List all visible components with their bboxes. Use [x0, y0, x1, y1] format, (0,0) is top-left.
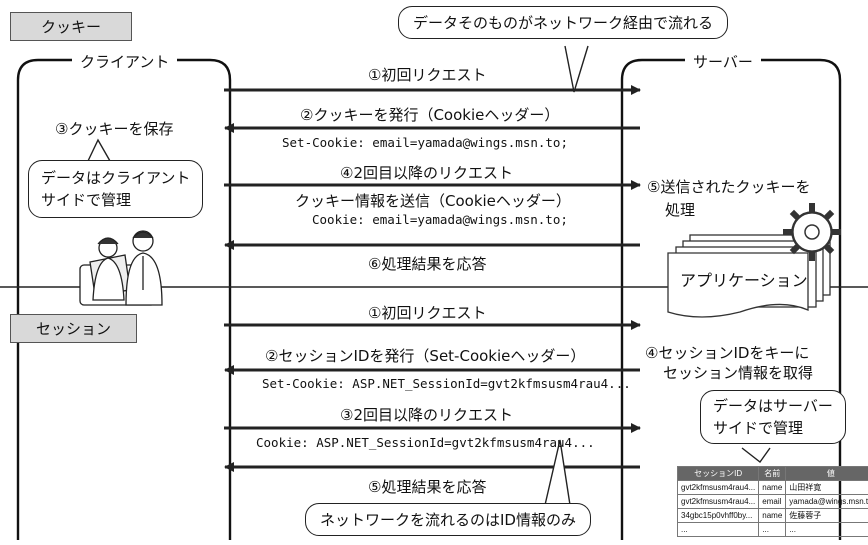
cookie-step2-header: Set-Cookie: email=yamada@wings.msn.to;	[282, 135, 568, 150]
application-stack	[667, 234, 831, 318]
cookie-step5-line1: ⑤送信されたクッキーを	[647, 178, 811, 196]
table-cell: ...	[785, 522, 868, 537]
server-column-title: サーバー	[685, 51, 761, 72]
session-step4-line2: セッション情報を取得	[663, 364, 814, 382]
cookie-step3-label: ③クッキーを保存	[55, 120, 174, 138]
bubble-network-id: ネットワークを流れるのはID情報のみ	[305, 503, 591, 536]
table-cell: 34gbc15p0vhff0by...	[676, 508, 760, 523]
session-step1-label: ①初回リクエスト	[368, 304, 487, 322]
bubble-tail-network-id	[544, 439, 571, 506]
bubble-tail-server	[741, 447, 771, 464]
table-cell: name	[758, 508, 787, 523]
session-step2-label: ②セッションIDを発行（Set-Cookieヘッダー）	[265, 347, 586, 365]
bubble-network-data: データそのものがネットワーク経由で流れる	[398, 6, 729, 39]
bubble-server-managed: データはサーバー サイドで管理	[700, 390, 846, 444]
table-header-cell: 値	[785, 466, 868, 481]
bubble-client-managed: データはクライアント サイドで管理	[28, 160, 204, 218]
cookie-step6-label: ⑥処理結果を応答	[368, 255, 487, 273]
table-row: 34gbc15p0vhff0by... name 佐藤蓉子	[676, 508, 868, 523]
cookie-step5-line2: 処理	[665, 201, 696, 219]
table-cell: gvt2kfmsusm4rau4...	[676, 480, 760, 495]
bubble-client-line1: データはクライアント	[41, 169, 191, 187]
bubble-tail-network	[564, 45, 589, 93]
cookie-step4-sub: クッキー情報を送信（Cookieヘッダー）	[295, 192, 571, 210]
table-header-cell: 名前	[758, 466, 787, 481]
session-step5-label: ⑤処理結果を応答	[368, 478, 487, 496]
session-step2-header: Set-Cookie: ASP.NET_SessionId=gvt2kfmsus…	[262, 376, 631, 391]
table-header-row: セッションID 名前 値	[676, 466, 868, 481]
cookie-step1-label: ①初回リクエスト	[368, 66, 487, 84]
people-illustration	[79, 230, 163, 306]
table-cell: email	[758, 494, 787, 509]
cookie-step4-header: Cookie: email=yamada@wings.msn.to;	[312, 212, 568, 227]
bubble-server-line1: データはサーバー	[713, 397, 833, 415]
section-tag-cookie: クッキー	[10, 12, 132, 41]
cookie-step4-label: ④2回目以降のリクエスト	[340, 164, 513, 182]
table-cell: 佐藤蓉子	[785, 508, 868, 523]
session-step3-header: Cookie: ASP.NET_SessionId=gvt2kfmsusm4ra…	[256, 435, 595, 450]
table-cell: yamada@wings.msn.to	[785, 494, 868, 509]
session-step3-label: ③2回目以降のリクエスト	[340, 406, 513, 424]
table-row: gvt2kfmsusm4rau4... name 山田祥寛	[676, 480, 868, 495]
table-row: ... ... ...	[676, 522, 868, 537]
table-cell: ...	[676, 522, 760, 537]
bubble-client-line2: サイドで管理	[41, 191, 132, 209]
session-store-table: セッションID 名前 値 gvt2kfmsusm4rau4... name 山田…	[676, 466, 868, 537]
client-column-title: クライアント	[72, 51, 178, 72]
table-cell: gvt2kfmsusm4rau4...	[676, 494, 760, 509]
session-step4-line1: ④セッションIDをキーに	[645, 344, 810, 362]
bubble-tail-client	[87, 138, 111, 162]
table-header-cell: セッションID	[676, 466, 760, 481]
table-cell: ...	[758, 522, 787, 537]
table-row: gvt2kfmsusm4rau4... email yamada@wings.m…	[676, 494, 868, 509]
table-cell: name	[758, 480, 787, 495]
section-tag-session: セッション	[10, 314, 137, 343]
application-label: アプリケーション	[680, 271, 808, 290]
cookie-step2-label: ②クッキーを発行（Cookieヘッダー）	[300, 106, 560, 124]
bubble-server-line2: サイドで管理	[713, 419, 804, 437]
table-cell: 山田祥寛	[785, 480, 868, 495]
gear-icon	[783, 203, 841, 261]
